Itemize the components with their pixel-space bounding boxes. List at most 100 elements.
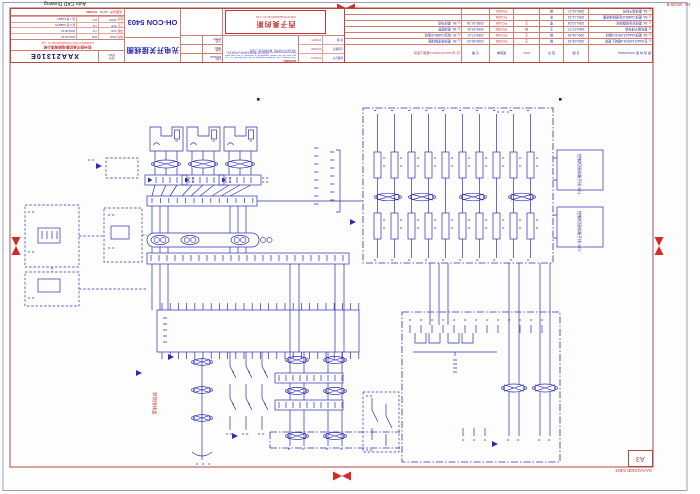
revision-header-date-b: 日 期: [563, 45, 588, 62]
revision-change-b: △3A, 更改安全回路接线: [588, 21, 652, 26]
drawing-title: 光电开关接线图: [125, 37, 180, 62]
revision-pc: PC0289: [489, 39, 513, 44]
revision-name: 蒋: [539, 9, 563, 14]
material-value: [181, 36, 202, 44]
revision-sign: [513, 9, 539, 14]
revision-sign: [513, 15, 539, 20]
revision-table: 更 改 内 容 (CHANGES) 日 期 签 字 RRA 更改单 日 期 注:…: [344, 9, 652, 62]
auth-label-cn: 底图总号: [109, 10, 122, 14]
dwg-label-en: DWG: [108, 53, 115, 56]
revision-date-b: 2004-12-22: [563, 15, 588, 20]
revision-change-a: △5K, 更改轿顶接线图: [428, 39, 460, 44]
revision-pc: PC1426: [489, 21, 513, 26]
revision-sign: 王: [513, 33, 539, 38]
corner-number: No. 65435-B: [666, 2, 690, 7]
revision-header-change-b: 更 改 内 容 (CHANGES): [588, 45, 652, 62]
revision-pc: PC0615: [489, 9, 513, 14]
title-strip: 更 改 内 容 (CHANGES) 日 期 签 字 RRA 更改单 日 期 注:…: [10, 8, 653, 63]
company-en: HANGZHOU XIZI OTIS ELEVATOR CO., Ltd.: [41, 41, 94, 44]
field-name: Y.Q: [76, 28, 98, 34]
revision-date-b: 2005-02-17: [563, 9, 588, 14]
revision-date-a: 2005-06-03: [461, 39, 489, 44]
material-filler: [181, 9, 222, 35]
car-top-box-label: 轿顶接线盒: [151, 392, 158, 415]
minipc-label: 底图总号: [322, 54, 344, 62]
revision-pc: PC1436: [489, 33, 513, 38]
material-value: [181, 54, 202, 62]
field-extra: 第 1 张 SHEET: [56, 17, 75, 21]
revision-date-a: 2005-09-21: [461, 27, 489, 32]
company-cn: 杭州西子奥的斯电梯有限公司: [43, 45, 92, 49]
revision-sign: 蒋: [513, 27, 539, 32]
revision-header: 更 改 内 容 (CHANGES) 日 期 签 字 RRA 更改单 日 期 注:…: [345, 44, 652, 62]
minipc-number: PC0375: [311, 38, 321, 42]
revision-date-b: 2004-05-25: [563, 39, 588, 44]
revision-change-b: △3A, 更改端子标号: [588, 9, 652, 14]
panel-label-2: 控制柜接线端子排 XT2: [577, 211, 583, 252]
revision-date-b: 2004-10-09: [563, 21, 588, 26]
fold-marks-icon: [11, 3, 664, 481]
revision-date-b: 2004-07-07: [563, 27, 588, 32]
paper-size-box: A3: [628, 450, 653, 467]
field-extra: 2003-08-23: [61, 29, 75, 33]
revision-name: 王: [539, 27, 563, 32]
minipc-number: PC0614: [311, 56, 321, 60]
revision-change-a: [345, 9, 461, 14]
revision-change-b: △更改端子排布线: [588, 27, 652, 32]
auth-label-en: AUTH.: [98, 10, 108, 14]
title-column: 光电开关接线图 OH-CON 5403: [124, 9, 180, 62]
revision-sign: 王: [513, 39, 539, 44]
sheet-edge: [2, 2, 688, 491]
minipc-label: 旧底图号: [322, 45, 344, 53]
revision-date-a: 2005-10-18: [461, 21, 489, 26]
field-extra: 共 2 张 SHEETS: [55, 23, 75, 27]
revision-name: 朱: [539, 15, 563, 20]
minipc-label: 签 收: [322, 36, 344, 44]
revision-change-b: △在XAA21310E/D-6基础上更改: [588, 39, 652, 44]
revision-date-a: 2005-07-07: [461, 33, 489, 38]
revision-change-a: △3A, 更改图签: [438, 27, 460, 32]
revision-change-a: [345, 15, 461, 20]
revision-sign: 王: [513, 21, 539, 26]
revision-name: 蒋: [539, 33, 563, 38]
warning-text: This drawing is the confidential propert…: [225, 49, 296, 59]
logo-en: XIZI OTIS ELEVATOR CO., LTD.: [255, 15, 296, 19]
revision-name: 蒋: [539, 39, 563, 44]
revision-change-b: △5A, 更改CANBUS及底板接线图: [588, 15, 652, 20]
logo-cn: 西子奥的斯: [255, 20, 296, 27]
revision-date-a: [461, 15, 489, 20]
company-logo: 西子奥的斯 XIZI OTIS ELEVATOR CO., LTD.: [225, 10, 326, 34]
revision-change-a: △2K, 增加CANBUS接线: [424, 33, 460, 38]
auth-row: 底图总号 AUTH. PC6280: [11, 9, 124, 16]
revision-name: 李: [539, 21, 563, 26]
minipc-number: PC0498: [311, 47, 321, 51]
field-name: J.H: [76, 22, 98, 28]
revision-pc: PC0390: [489, 27, 513, 32]
revision-date-a: [461, 9, 489, 14]
revision-pc: PC1894: [489, 15, 513, 20]
revision-header-sign: RRA: [513, 45, 539, 62]
